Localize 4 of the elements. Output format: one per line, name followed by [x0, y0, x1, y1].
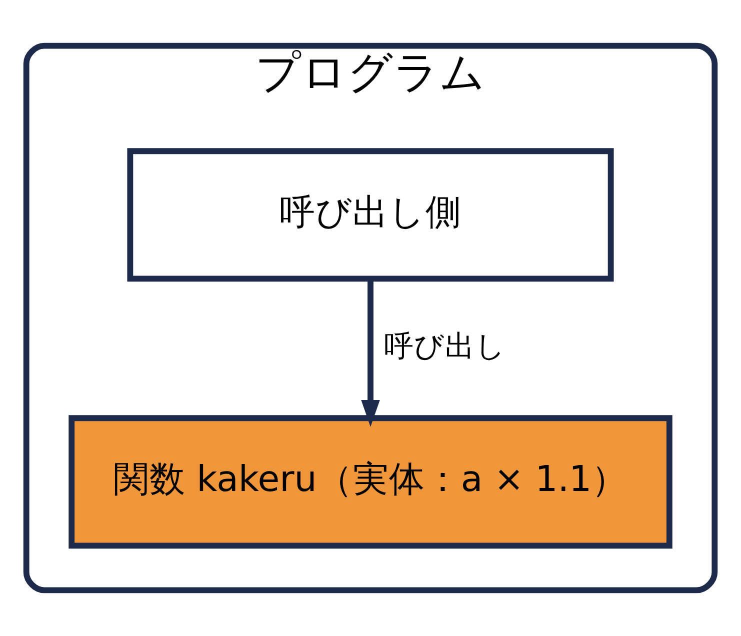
node-box: 呼び出し側 [127, 148, 614, 282]
arrow [361, 278, 380, 427]
edge-label: 呼び出し [384, 328, 506, 363]
node-box: 関数 kakeru（実体：a × 1.1） [68, 415, 672, 549]
